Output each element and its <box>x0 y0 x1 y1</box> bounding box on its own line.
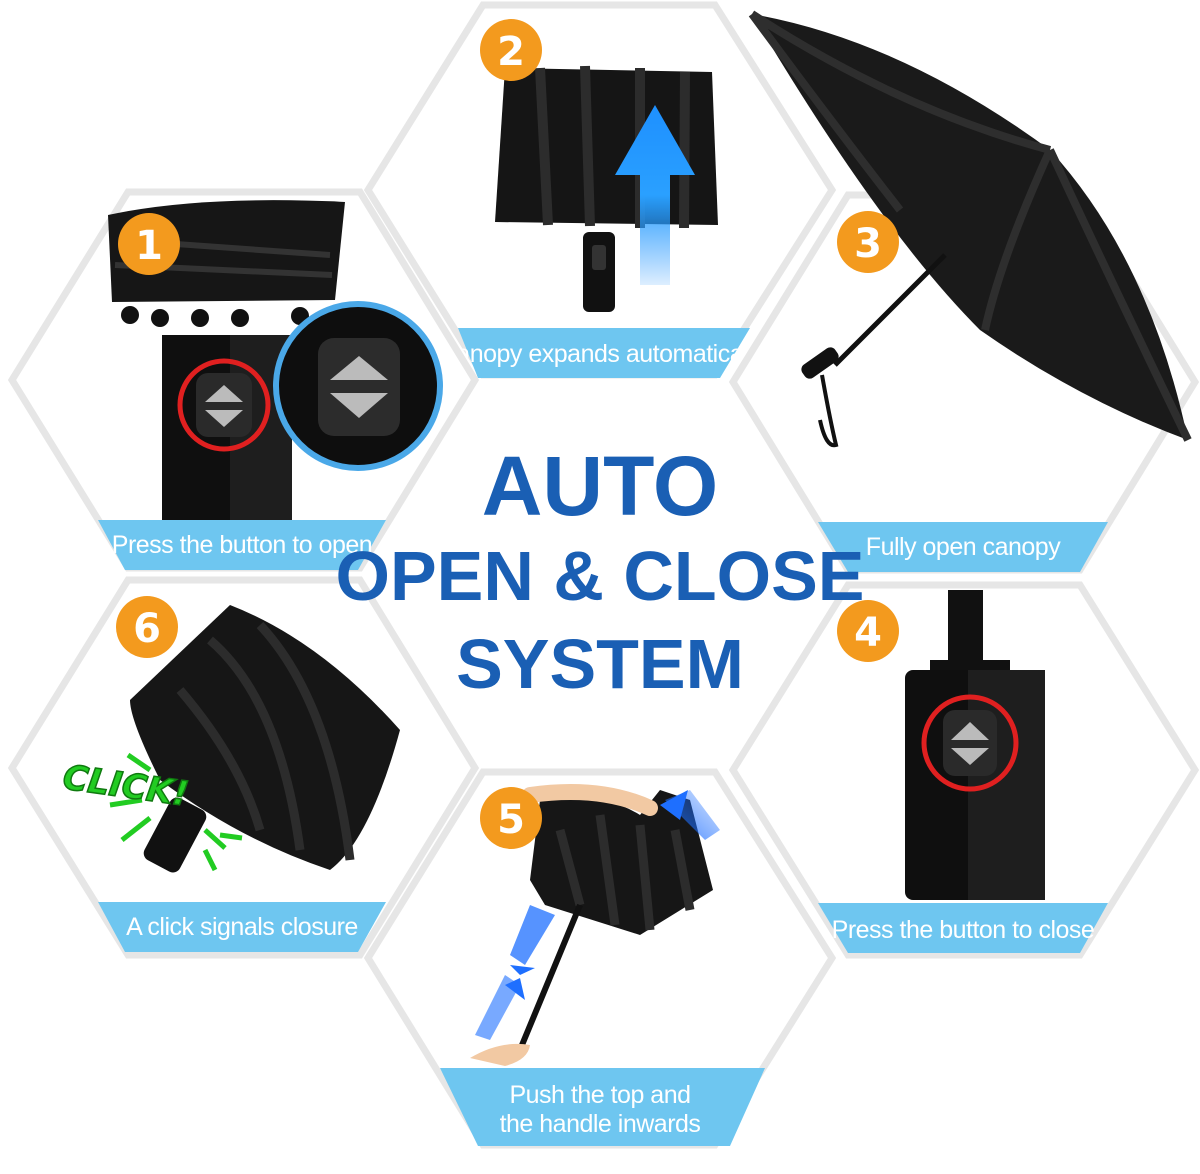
step-number: 6 <box>133 606 161 652</box>
step-badge-3: 3 <box>837 211 899 273</box>
step-caption-line1: Push the top and <box>509 1081 690 1109</box>
step-number: 4 <box>854 610 882 656</box>
push-arrow-icon <box>475 790 720 1040</box>
step-caption-line2: the handle inwards <box>500 1110 701 1138</box>
step-number: 1 <box>135 223 163 269</box>
step-badge-2: 2 <box>480 19 542 81</box>
umbrella-handle-closed-illustration <box>905 590 1045 900</box>
hex-step-6: CLICK! 6 A click signals closure <box>7 576 480 959</box>
arrow-up-icon <box>615 105 695 285</box>
close-button-icon <box>921 694 1019 792</box>
hex-step-2: 2 Canopy expands automatically <box>363 1 837 379</box>
title-line-2: OPEN & CLOSE <box>336 537 865 615</box>
caption-band-3: Fully open canopy <box>818 522 1108 572</box>
step-number: 3 <box>854 221 882 267</box>
center-title: AUTO OPEN & CLOSE SYSTEM <box>336 439 865 703</box>
hex-step-3: 3 Fully open canopy <box>728 10 1200 574</box>
hex-step-4: 4 Press the button to close <box>728 581 1200 959</box>
step-number: 2 <box>497 29 525 75</box>
umbrella-closing-illustration <box>130 605 400 873</box>
step-badge-1: 1 <box>118 213 180 275</box>
step-number: 5 <box>497 797 525 843</box>
step-caption: Press the button to open <box>112 531 372 559</box>
hex-step-1: 1 Press the button to open <box>7 188 480 572</box>
umbrella-handle-illustration <box>108 200 345 520</box>
caption-band-1: Press the button to open <box>98 520 386 570</box>
hex-step-5: 5 Push the top and the handle inwards <box>363 768 837 1149</box>
step-caption: Canopy expands automatically <box>439 340 766 368</box>
step-caption: Press the button to close <box>832 916 1095 944</box>
umbrella-push-illustration <box>470 784 713 1066</box>
title-line-1: AUTO <box>482 439 718 533</box>
open-button-icon <box>177 358 271 452</box>
umbrella-open-illustration <box>748 10 1192 448</box>
button-zoom-inset <box>273 301 443 471</box>
caption-band-6: A click signals closure <box>98 902 386 952</box>
caption-band-5: Push the top and the handle inwards <box>440 1068 765 1146</box>
step-badge-4: 4 <box>837 600 899 662</box>
caption-band-2: Canopy expands automatically <box>439 328 767 378</box>
step-badge-5: 5 <box>480 787 542 849</box>
step-caption: Fully open canopy <box>866 533 1061 561</box>
caption-band-4: Press the button to close <box>818 903 1108 953</box>
step-badge-6: 6 <box>116 596 178 658</box>
click-burst-icon <box>109 752 243 872</box>
step-caption: A click signals closure <box>126 913 358 941</box>
title-line-3: SYSTEM <box>456 625 744 703</box>
